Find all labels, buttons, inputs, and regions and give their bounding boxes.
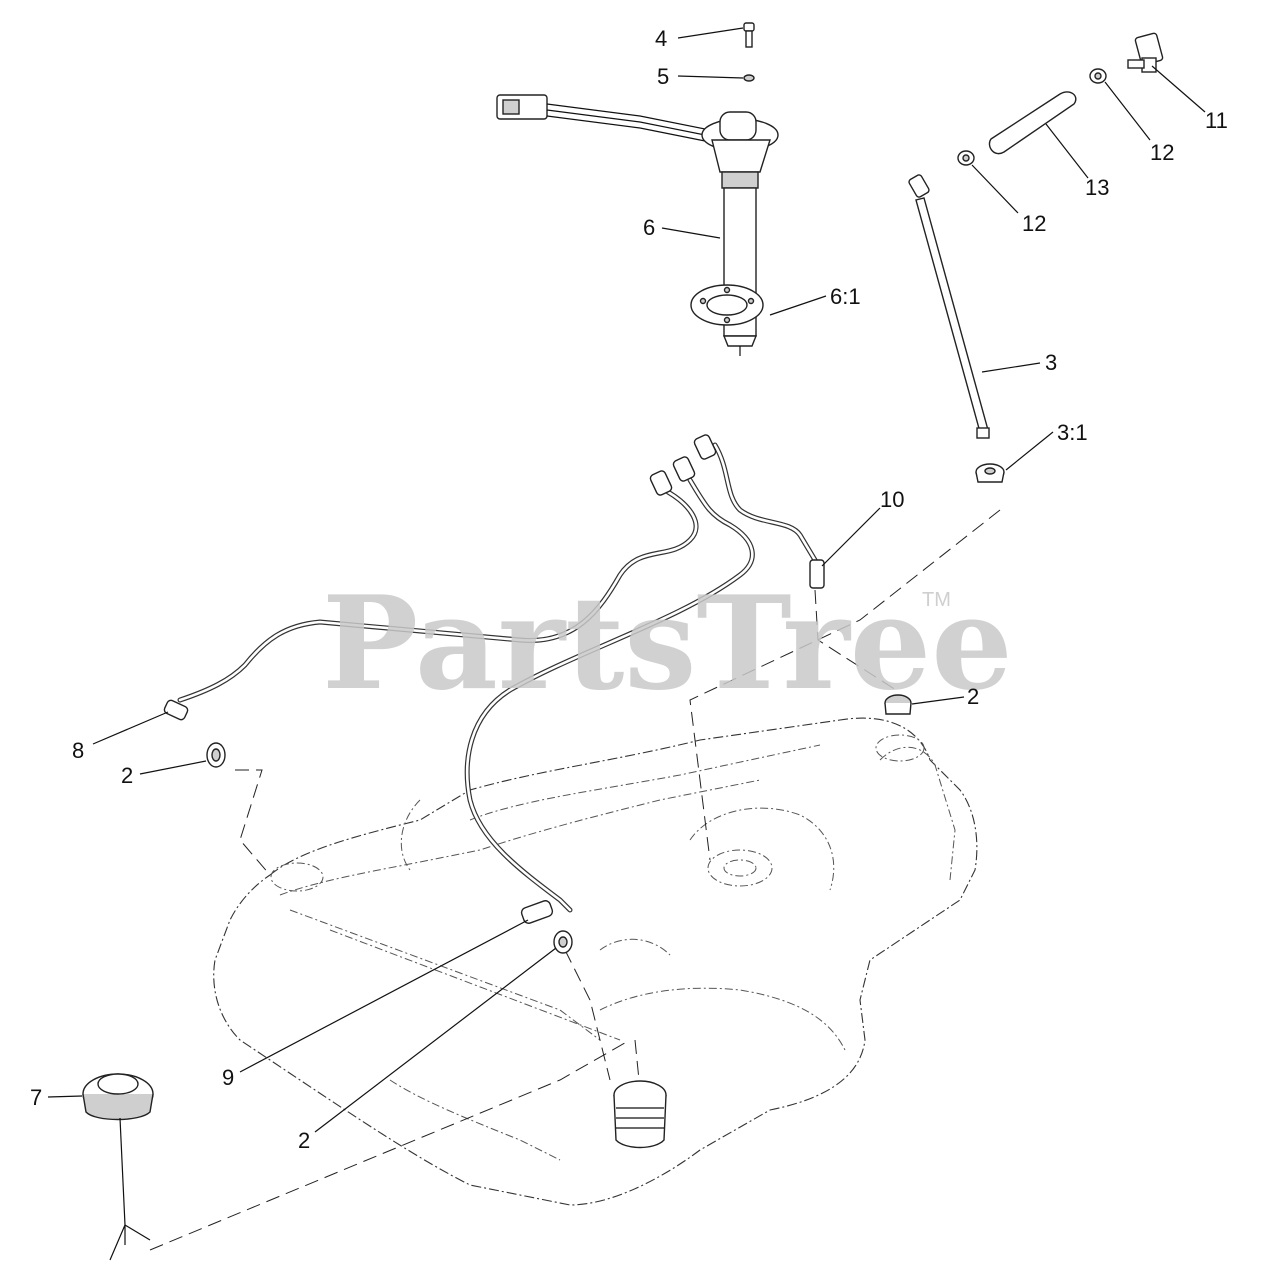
elbow-part-8 (163, 699, 189, 721)
callout-part-10: 10 (880, 487, 904, 512)
grommet-part-3-1 (975, 463, 1005, 483)
callout-part-6-1: 6:1 (830, 284, 861, 309)
hose-part-13 (988, 91, 1077, 155)
fuel-cap-part-7 (82, 1073, 154, 1261)
washer-part-5 (743, 74, 755, 82)
filler-neck (613, 1080, 667, 1149)
callout-part-11: 11 (1205, 108, 1228, 133)
connector-part-10 (809, 559, 825, 589)
callout-labels: 4 5 6 6:1 3 3:1 10 2 8 2 9 2 7 11 12 12 … (30, 26, 1228, 1153)
fuel-tank (213, 717, 978, 1206)
assembly-guide-lines (149, 509, 1001, 1251)
callout-part-2: 2 (298, 1128, 310, 1153)
grommet-part-2-left (206, 742, 226, 768)
callout-part-8: 8 (72, 738, 84, 763)
screw-part-4 (743, 22, 755, 48)
callout-part-9: 9 (222, 1065, 234, 1090)
callout-part-13: 13 (1085, 175, 1109, 200)
callout-part-2: 2 (967, 684, 979, 709)
watermark-trademark: TM (922, 589, 951, 611)
grommet-part-2-right (884, 694, 912, 715)
grommet-part-2-center (553, 930, 573, 954)
fuel-lines (177, 434, 818, 913)
callout-part-3-1: 3:1 (1057, 420, 1088, 445)
watermark-text: PartsTree (322, 569, 1013, 719)
gasket-part-6-1 (690, 284, 764, 326)
callout-part-2: 2 (121, 763, 133, 788)
leader-lines (47, 27, 1206, 1133)
callout-part-12: 12 (1150, 140, 1174, 165)
callout-part-7: 7 (30, 1085, 42, 1110)
callout-part-12: 12 (1022, 211, 1046, 236)
shutoff-valve-part-11 (1127, 32, 1164, 73)
callout-part-5: 5 (657, 64, 669, 89)
watermark: PartsTree TM (322, 569, 1013, 719)
vent-tube-part-3 (908, 174, 990, 439)
fitting-part-9 (520, 900, 554, 924)
callout-part-4: 4 (655, 26, 667, 51)
callout-part-6: 6 (643, 215, 655, 240)
hose-clamp-part-12-upper (1089, 68, 1107, 84)
hose-clamp-part-12-lower (957, 150, 975, 166)
callout-part-3: 3 (1045, 350, 1057, 375)
